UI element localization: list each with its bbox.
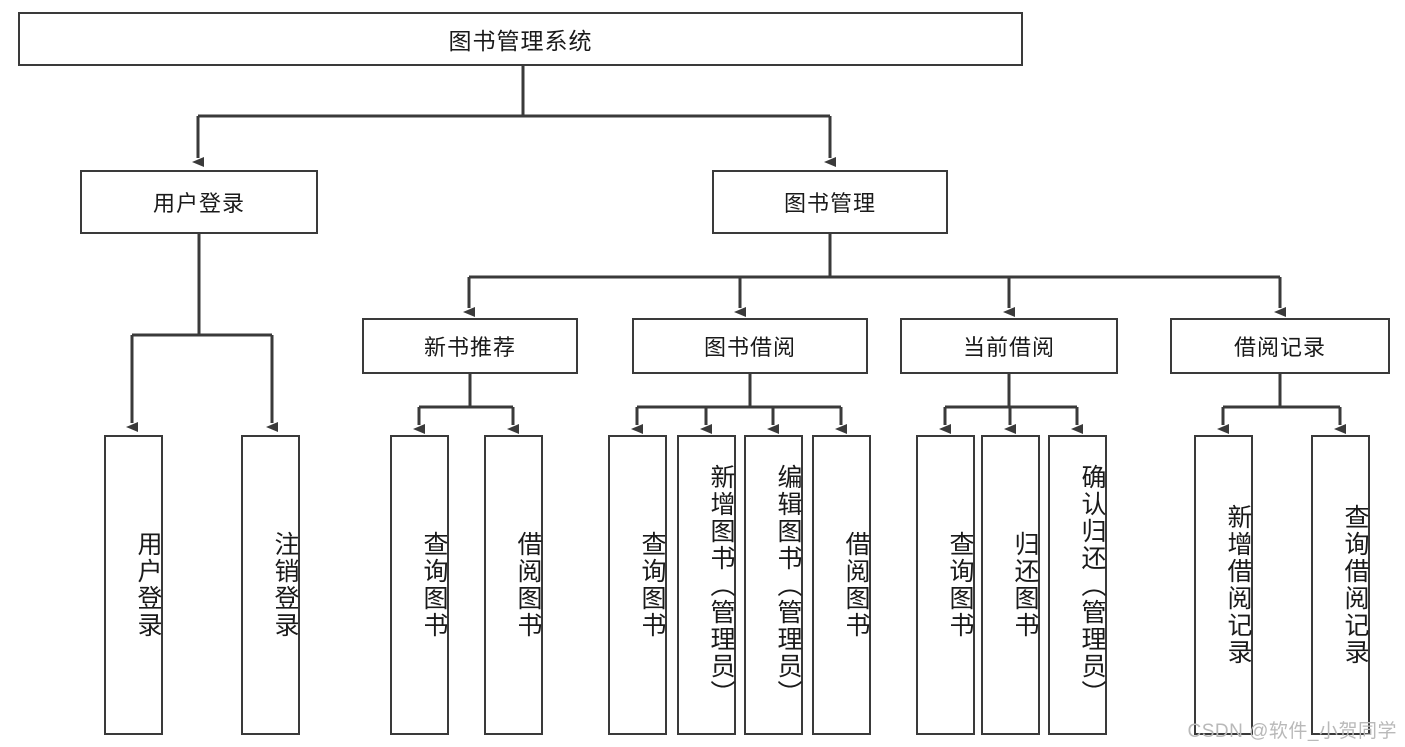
node-user-login-label: 用户登录 — [152, 191, 245, 216]
node-leaf-query-book-2-label: 查询图书 — [638, 531, 666, 639]
node-leaf-add-book-label: 新增图书（管理员） — [707, 463, 735, 707]
node-root[interactable]: 图书管理系统 — [18, 12, 1023, 66]
node-leaf-query-book-2[interactable]: 查询图书 — [608, 435, 667, 735]
node-leaf-confirm-return[interactable]: 确认归还（管理员） — [1048, 435, 1107, 735]
node-current-borrow[interactable]: 当前借阅 — [900, 318, 1118, 374]
node-leaf-user-login-label: 用户登录 — [134, 531, 162, 639]
node-book-borrow[interactable]: 图书借阅 — [632, 318, 868, 374]
node-leaf-query-book-1[interactable]: 查询图书 — [390, 435, 449, 735]
node-leaf-borrow-book-1[interactable]: 借阅图书 — [484, 435, 543, 735]
node-root-label: 图书管理系统 — [448, 28, 593, 54]
node-leaf-query-book-3[interactable]: 查询图书 — [916, 435, 975, 735]
node-leaf-logout-label: 注销登录 — [271, 531, 299, 639]
node-leaf-edit-book[interactable]: 编辑图书（管理员） — [744, 435, 803, 735]
node-user-login[interactable]: 用户登录 — [80, 170, 318, 234]
node-book-borrow-label: 图书借阅 — [703, 335, 796, 360]
node-book-manage-label: 图书管理 — [783, 191, 876, 216]
node-leaf-add-record-label: 新增借阅记录 — [1224, 504, 1252, 666]
node-borrow-record[interactable]: 借阅记录 — [1170, 318, 1390, 374]
node-leaf-add-book[interactable]: 新增图书（管理员） — [677, 435, 736, 735]
node-leaf-add-record[interactable]: 新增借阅记录 — [1194, 435, 1253, 735]
node-new-book-recommend[interactable]: 新书推荐 — [362, 318, 578, 374]
watermark-text: CSDN @软件_小贺同学 — [1187, 721, 1397, 742]
node-leaf-return-book[interactable]: 归还图书 — [981, 435, 1040, 735]
node-borrow-record-label: 借阅记录 — [1233, 335, 1326, 360]
node-leaf-query-book-3-label: 查询图书 — [946, 531, 974, 639]
node-leaf-logout[interactable]: 注销登录 — [241, 435, 300, 735]
node-leaf-user-login[interactable]: 用户登录 — [104, 435, 163, 735]
node-current-borrow-label: 当前借阅 — [962, 335, 1055, 360]
node-leaf-borrow-book-2[interactable]: 借阅图书 — [812, 435, 871, 735]
node-new-book-recommend-label: 新书推荐 — [423, 335, 516, 360]
node-leaf-query-record-label: 查询借阅记录 — [1341, 504, 1369, 666]
node-book-manage[interactable]: 图书管理 — [712, 170, 948, 234]
node-leaf-return-book-label: 归还图书 — [1011, 531, 1039, 639]
node-leaf-edit-book-label: 编辑图书（管理员） — [774, 463, 802, 707]
node-leaf-query-book-1-label: 查询图书 — [420, 531, 448, 639]
node-leaf-borrow-book-2-label: 借阅图书 — [842, 531, 870, 639]
node-leaf-borrow-book-1-label: 借阅图书 — [514, 531, 542, 639]
node-leaf-confirm-return-label: 确认归还（管理员） — [1078, 463, 1106, 707]
node-leaf-query-record[interactable]: 查询借阅记录 — [1311, 435, 1370, 735]
